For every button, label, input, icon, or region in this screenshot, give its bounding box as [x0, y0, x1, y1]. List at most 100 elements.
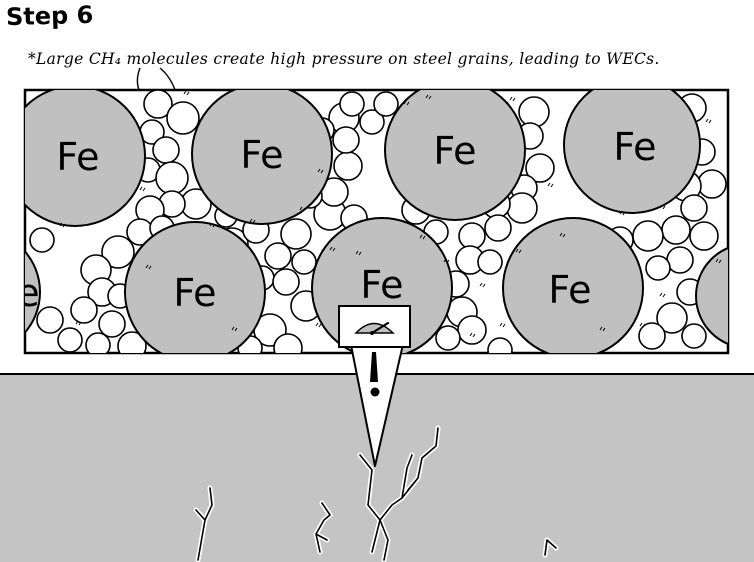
pressure-tick	[715, 258, 719, 263]
fe-label: Fe	[433, 129, 476, 173]
pressure-tick	[249, 218, 253, 223]
ch4-molecule	[518, 96, 550, 128]
pressure-tick	[469, 332, 473, 337]
pressure-tick	[443, 258, 447, 263]
ch4-molecule	[57, 327, 83, 353]
ch4-molecule	[70, 296, 98, 324]
pressure-tick	[75, 320, 79, 325]
pressure-tick	[502, 323, 506, 328]
pressure-tick	[547, 182, 551, 187]
fe-grain	[25, 250, 41, 334]
fe-label: Fe	[240, 133, 283, 177]
pressure-tick	[602, 327, 606, 332]
ch4-molecule	[339, 91, 365, 117]
fe-label: Fe	[360, 263, 403, 307]
pressure-tick	[479, 282, 483, 287]
fe-label: Fe	[173, 271, 216, 315]
ch4-molecule	[36, 306, 64, 334]
pressure-tick	[231, 326, 235, 331]
ch4-molecule	[85, 332, 111, 353]
ch4-molecule	[101, 235, 135, 269]
fe-grain	[191, 90, 333, 225]
pressure-tick	[62, 223, 66, 228]
fe-grain	[124, 221, 266, 353]
pressure-tick	[659, 204, 663, 209]
ch4-molecule	[661, 215, 691, 245]
ch4-molecule	[487, 337, 513, 353]
pressure-tick	[299, 206, 303, 211]
pressure-tick	[59, 222, 63, 227]
pressure-tick	[234, 327, 238, 332]
ch4-molecule	[632, 220, 664, 252]
ch4-molecule	[359, 109, 385, 135]
pressure-tick	[419, 234, 423, 239]
ch4-molecule	[29, 227, 55, 253]
pressure-tick	[315, 322, 319, 327]
ch4-molecule	[272, 268, 300, 296]
fe-grains: FeFeFeFeFeFeFeFeFe	[0, 90, 754, 353]
ch4-molecule	[373, 91, 399, 117]
fe-label: Fe	[0, 271, 40, 315]
pressure-tick	[145, 264, 149, 269]
pressure-tick	[317, 168, 321, 173]
pressure-tick	[482, 283, 486, 288]
pressure-tick	[139, 186, 143, 191]
fe-grain	[695, 246, 728, 346]
ch4-molecule	[506, 192, 538, 224]
pressure-tick	[622, 211, 626, 216]
ch4-molecule	[484, 214, 512, 242]
pressure-tick	[472, 333, 476, 338]
pressure-tick	[252, 219, 256, 224]
pressure-tick	[358, 251, 362, 256]
pressure-tick	[550, 183, 554, 188]
fe-grain	[563, 90, 701, 214]
ch4-molecule	[117, 331, 147, 353]
exclamation-icon	[370, 352, 380, 397]
pressure-tick	[619, 210, 623, 215]
fe-label: Fe	[548, 268, 591, 312]
ch4-molecule	[291, 249, 317, 275]
fe-grain	[25, 90, 146, 227]
fe-grain	[502, 217, 644, 353]
pressure-tick	[515, 248, 519, 253]
pressure-tick	[518, 249, 522, 254]
ch4-molecule	[656, 302, 688, 334]
pressure-tick	[705, 118, 709, 123]
ch4-molecule	[166, 101, 200, 135]
pressure-tick	[403, 100, 407, 105]
pressure-tick	[639, 322, 643, 327]
ch4-molecule	[525, 153, 555, 183]
pressure-tick	[329, 246, 333, 251]
ch4-molecule	[645, 255, 671, 281]
ch4-molecule	[457, 315, 487, 345]
pressure-tick	[302, 207, 306, 212]
ch4-molecule	[333, 151, 363, 181]
pressure-tick	[499, 322, 503, 327]
pressure-tick	[183, 90, 187, 95]
ch4-molecule	[273, 333, 303, 353]
pressure-tick	[659, 292, 663, 297]
pressure-tick	[642, 323, 646, 328]
ch4-molecule	[689, 221, 719, 251]
pressure-tick	[662, 293, 666, 298]
pressure-tick	[320, 169, 324, 174]
fe-grain	[384, 90, 526, 221]
pressure-tick	[425, 94, 429, 99]
ch4-molecule	[458, 222, 486, 250]
pressure-tick	[662, 205, 666, 210]
ch4-molecule	[98, 310, 126, 338]
pressure-tick	[428, 95, 432, 100]
pressure-tick	[406, 101, 410, 106]
pressure-tick	[212, 223, 216, 228]
pressure-ticks	[59, 90, 722, 338]
grain-box: FeFeFeFeFeFeFeFeFe	[0, 88, 754, 355]
pressure-tick	[318, 323, 322, 328]
pressure-tick	[209, 222, 213, 227]
ch4-molecule	[477, 249, 503, 275]
fe-label: Fe	[738, 275, 754, 319]
ch4-molecule	[143, 90, 173, 119]
ch4-molecule	[332, 126, 360, 154]
pressure-tick	[148, 265, 152, 270]
pressure-tick	[142, 187, 146, 192]
